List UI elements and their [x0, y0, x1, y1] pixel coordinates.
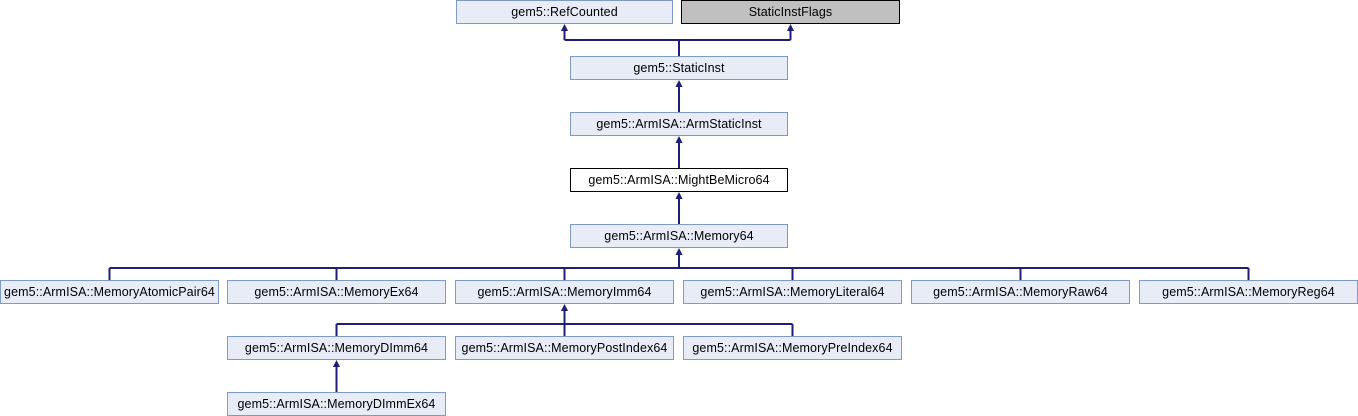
class-node-label: gem5::StaticInst — [633, 60, 725, 75]
class-node-staticinst[interactable]: gem5::StaticInst — [570, 56, 788, 80]
class-node-dimmex64[interactable]: gem5::ArmISA::MemoryDImmEx64 — [227, 392, 446, 416]
class-node-refcounted[interactable]: gem5::RefCounted — [456, 0, 673, 24]
class-node-memoryliteral64[interactable]: gem5::ArmISA::MemoryLiteral64 — [683, 280, 902, 304]
class-node-label: gem5::ArmISA::MemoryAtomicPair64 — [4, 284, 215, 299]
class-node-memoryimm64[interactable]: gem5::ArmISA::MemoryImm64 — [455, 280, 674, 304]
class-node-mightbemicro64[interactable]: gem5::ArmISA::MightBeMicro64 — [570, 168, 788, 192]
class-node-label: gem5::ArmISA::MemoryLiteral64 — [700, 284, 885, 299]
class-node-label: StaticInstFlags — [748, 4, 833, 19]
class-node-label: gem5::RefCounted — [511, 4, 618, 19]
class-node-label: gem5::ArmISA::MemoryDImmEx64 — [237, 396, 436, 411]
class-node-label: gem5::ArmISA::Memory64 — [604, 228, 754, 243]
inheritance-arrowhead — [675, 248, 683, 255]
inheritance-arrowhead — [675, 136, 683, 143]
class-node-staticinstflags[interactable]: StaticInstFlags — [681, 0, 900, 24]
class-node-memoryreg64[interactable]: gem5::ArmISA::MemoryReg64 — [1139, 280, 1358, 304]
class-node-atomicpair64[interactable]: gem5::ArmISA::MemoryAtomicPair64 — [0, 280, 219, 304]
class-node-memoryraw64[interactable]: gem5::ArmISA::MemoryRaw64 — [911, 280, 1130, 304]
inheritance-arrowhead — [332, 360, 341, 367]
class-node-label: gem5::ArmISA::MemoryEx64 — [254, 284, 419, 299]
inheritance-arrowhead — [786, 24, 795, 31]
inheritance-arrowhead — [675, 80, 683, 87]
class-node-label: gem5::ArmISA::ArmStaticInst — [596, 116, 762, 131]
inheritance-arrowhead — [560, 304, 569, 311]
class-node-armstaticinst[interactable]: gem5::ArmISA::ArmStaticInst — [570, 112, 788, 136]
class-node-preindex64[interactable]: gem5::ArmISA::MemoryPreIndex64 — [683, 336, 902, 360]
class-node-memoryex64[interactable]: gem5::ArmISA::MemoryEx64 — [227, 280, 446, 304]
inheritance-arrowhead — [675, 192, 683, 199]
class-node-label: gem5::ArmISA::MemoryDImm64 — [244, 340, 429, 355]
class-node-label: gem5::ArmISA::MemoryPostIndex64 — [461, 340, 668, 355]
class-node-label: gem5::ArmISA::MemoryImm64 — [477, 284, 652, 299]
class-node-label: gem5::ArmISA::MightBeMicro64 — [588, 172, 770, 187]
class-node-postindex64[interactable]: gem5::ArmISA::MemoryPostIndex64 — [455, 336, 674, 360]
class-node-label: gem5::ArmISA::MemoryReg64 — [1162, 284, 1335, 299]
class-node-memorydimm64[interactable]: gem5::ArmISA::MemoryDImm64 — [227, 336, 446, 360]
class-node-memory64[interactable]: gem5::ArmISA::Memory64 — [570, 224, 788, 248]
inheritance-arrowhead — [560, 24, 569, 31]
class-node-label: gem5::ArmISA::MemoryPreIndex64 — [692, 340, 893, 355]
class-node-label: gem5::ArmISA::MemoryRaw64 — [933, 284, 1108, 299]
